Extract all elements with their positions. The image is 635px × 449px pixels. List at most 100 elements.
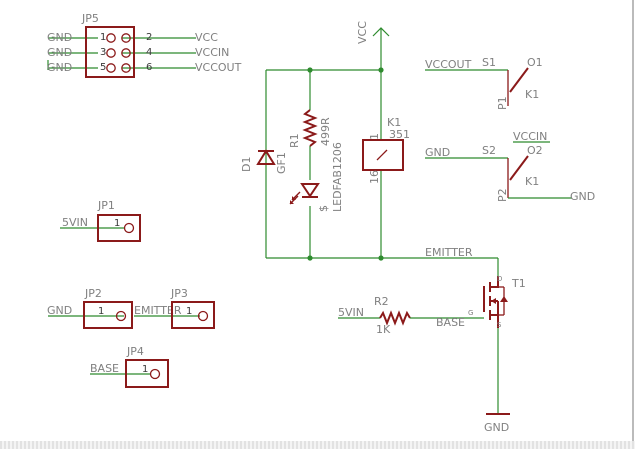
switch2-lever [509,155,529,181]
jp2-body [83,301,133,329]
diode-d1[interactable]: D1 GF1 [240,149,288,174]
t1-arrow-icon [491,298,496,304]
vcc-supply-symbol: VCC [356,21,390,70]
resistor-r2[interactable]: 5VIN R2 1K BASE [338,295,484,336]
jp3-name: JP3 [170,287,188,300]
switch2-net-top: VCCIN [513,130,547,143]
ground-symbol: GND [484,413,510,434]
jp3-pin [197,310,209,322]
switch2-contact-o: O2 [527,144,543,157]
jp5-pin-1 [106,33,116,43]
switch2-contact-s: S2 [482,144,496,157]
switch1-label: K1 [525,88,539,101]
r2-zigzag [379,310,411,326]
jp4-net: BASE [90,362,119,375]
led-ref: $ [317,205,330,212]
jp2-pin [115,310,127,322]
jp5-pin-6 [121,63,131,73]
jp5-pin-label-5: 5 [100,62,106,73]
jp5-pin-5 [106,63,116,73]
jp5-left-net-3: GND [47,61,72,74]
jp4-body [125,359,169,388]
relay-pin-bottom: 16 [368,170,381,184]
relay-pin-top: 1 [368,133,381,140]
resistor-r1[interactable]: R1 499R [288,109,332,148]
emitter-net-label: EMITTER [425,246,473,259]
jp5-right-net-1: VCC [195,31,218,44]
jp3-body [171,301,215,329]
connector-jp4[interactable]: JP4 BASE 1 [90,345,169,388]
jp2-name: JP2 [84,287,102,300]
led-arrowhead-1 [292,196,296,200]
junction-emitter-relay [378,255,384,261]
vcc-label: VCC [356,21,369,44]
relay-k1-switch-2[interactable]: GND S2 O2 VCCIN GND P2 K1 [425,130,595,203]
connector-jp2[interactable]: JP2 GND 1 [47,287,133,329]
led-arrowhead-2 [290,200,294,204]
jp5-pin-3 [106,48,116,58]
relay-value: 351 [389,128,410,141]
switch2-net-out: GND [570,190,595,203]
t1-name: T1 [511,277,526,290]
switch1-contact-s: S1 [482,56,496,69]
switch2-net-in: GND [425,146,450,159]
junction-emitter-led [307,255,313,261]
jp2-pin-label: 1 [98,306,104,317]
relay-name: K1 [387,116,401,129]
jp1-body [97,214,141,242]
jp5-pin-2 [121,33,131,43]
jp5-name: JP5 [81,12,99,25]
t1-pin-d: D [497,275,502,283]
status-bar [0,441,635,449]
jp4-pin [149,368,161,380]
jp5-pin-label-4: 4 [146,47,152,58]
switch2-label: K1 [525,175,539,188]
r2-name: R2 [374,295,389,308]
led-ledfab1206[interactable]: $ LEDFAB1206 [289,142,344,212]
jp3-pin-label: 1 [186,306,192,317]
d1-triangle-icon [256,149,276,165]
connector-jp3[interactable]: JP3 EMITTER 1 [134,287,215,329]
jp4-pin-label: 1 [142,364,148,375]
jp5-right-net-2: VCCIN [195,46,229,59]
ground-label: GND [484,421,509,434]
r2-net-out: BASE [436,316,465,329]
jp2-net: GND [47,304,72,317]
switch1-pin: P1 [496,96,509,110]
jp1-name: JP1 [97,199,115,212]
jp4-name: JP4 [126,345,144,358]
jp5-pin-label-2: 2 [146,32,152,43]
relay-coil-slash [376,149,388,161]
r2-net-in: 5VIN [338,306,364,319]
switch2-pin: P2 [496,188,509,202]
switch1-net-in: VCCOUT [425,58,472,71]
relay-k1-switch-1[interactable]: VCCOUT S1 O1 P1 K1 [425,56,543,110]
jp5-pin-label-6: 6 [146,62,152,73]
connector-jp5[interactable]: JP5 GND GND GND VCC VCCIN VCCOUT 1 3 5 2… [47,12,242,78]
d1-value: GF1 [275,152,288,174]
t1-pin-g: G [468,309,473,317]
jp5-body [85,26,135,78]
jp1-net: 5VIN [62,216,88,229]
jp1-pin-label: 1 [114,218,120,229]
transistor-t1[interactable]: T1 D G S [468,258,526,414]
jp5-pin-4 [121,48,131,58]
t1-diode-icon [500,296,508,302]
vcc-arrow-icon [372,27,390,37]
d1-name: D1 [240,157,253,172]
connector-jp1[interactable]: JP1 5VIN 1 [60,199,141,242]
jp1-pin [123,222,135,234]
t1-pin-s: S [497,321,502,329]
jp5-left-net-1: GND [47,31,72,44]
jp5-pin-label-1: 1 [100,32,106,43]
r1-name: R1 [288,133,301,148]
jp5-left-net-2: GND [47,46,72,59]
jp5-pin-label-3: 3 [100,47,106,58]
switch1-contact-o: O1 [527,56,543,69]
r2-value: 1K [376,323,391,336]
relay-k1-coil[interactable]: K1 351 1 16 [362,116,410,184]
led-name: LEDFAB1206 [331,142,344,212]
r1-zigzag [302,109,318,147]
switch1-lever [509,67,529,93]
